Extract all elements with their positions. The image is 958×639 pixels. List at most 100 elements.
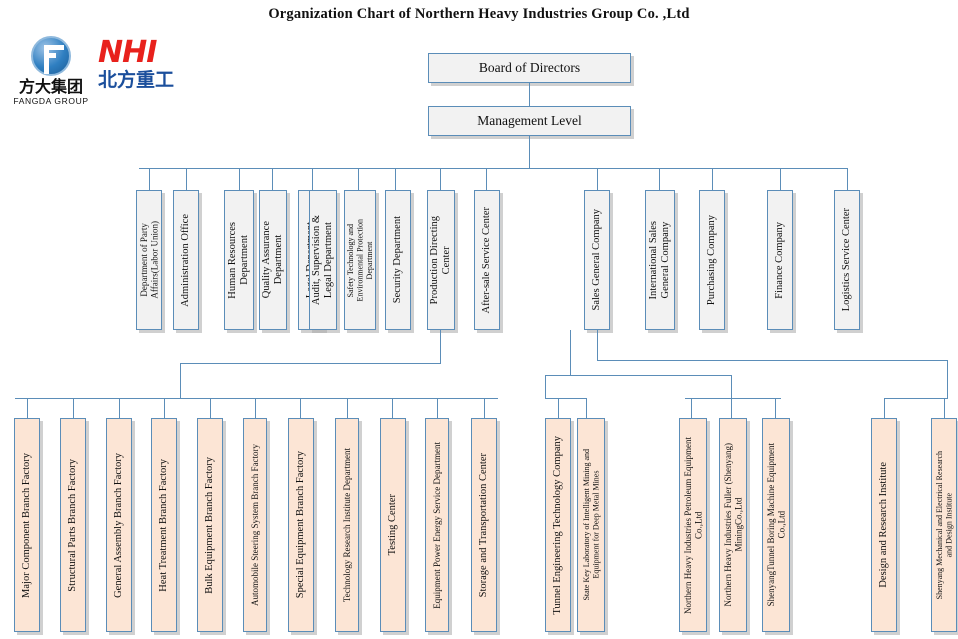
connector-drop-purch-1 <box>691 398 692 418</box>
node-label: Structural Parts Branch Factory <box>67 458 78 592</box>
node-international-sales-general-company[interactable]: International Sales General Company <box>645 190 675 330</box>
node-label: Bulk Equipment Branch Factory <box>204 456 215 594</box>
node-tunnel-engineering-technology-company[interactable]: Tunnel Engineering Technology Company <box>545 418 571 632</box>
node-label: Automobile Steering System Branch Factor… <box>249 444 260 606</box>
node-northern-heavy-industries-fuller-shenyang-mining[interactable]: Northern Heavy Industries Fuller (Shenya… <box>719 418 747 632</box>
node-board-of-directors[interactable]: Board of Directors <box>428 53 631 83</box>
connector-drop-dept-14 <box>847 168 848 190</box>
node-management-level[interactable]: Management Level <box>428 106 631 136</box>
fangda-logo-chinese-text: 方大集团 <box>18 77 83 96</box>
connector-drop-prod-9 <box>392 398 393 418</box>
connector-production-bus <box>15 398 498 399</box>
node-label: Quality Assurance Department <box>261 221 284 299</box>
node-label: Human Resources Department <box>227 221 250 299</box>
node-shenyang-tunnel-boring-machine-equipment[interactable]: ShenyangTunnel Boring Machine Equipment … <box>762 418 790 632</box>
connector-level2-bus <box>139 168 848 169</box>
node-label: General Assembly Branch Factory <box>113 452 124 598</box>
connector-drop-purch-3 <box>775 398 776 418</box>
node-logistics-service-center[interactable]: Logistics Service Center <box>834 190 860 330</box>
node-administration-office[interactable]: Administration Office <box>173 190 199 330</box>
page-title: Organization Chart of Northern Heavy Ind… <box>268 6 690 22</box>
node-label: Shenyang Mechanical and Electrical Resea… <box>934 450 954 600</box>
node-storage-and-transportation-center[interactable]: Storage and Transportation Center <box>471 418 497 632</box>
node-label: Administration Office <box>180 213 191 307</box>
node-shenyang-mechanical-electrical-research-design-institute[interactable]: Shenyang Mechanical and Electrical Resea… <box>931 418 957 632</box>
node-purchasing-company[interactable]: Purchasing Company <box>699 190 725 330</box>
node-label: Management Level <box>477 112 582 128</box>
node-equipment-power-energy-service-department[interactable]: Equipment Power Energy Service Departmen… <box>425 418 449 632</box>
node-label: Tunnel Engineering Technology Company <box>552 435 563 615</box>
node-safety-technology-environmental-protection-department[interactable]: Safety Technology and Environmental Prot… <box>344 190 376 330</box>
connector-purchasing-to-bus <box>731 375 732 398</box>
node-general-assembly-branch-factory[interactable]: General Assembly Branch Factory <box>106 418 132 632</box>
connector-production-to-bus <box>180 363 181 398</box>
node-label: Technology Research Institute Department <box>341 447 352 603</box>
node-testing-center[interactable]: Testing Center <box>380 418 406 632</box>
node-label: ShenyangTunnel Boring Machine Equipment … <box>765 443 787 607</box>
connector-drop-dept-7 <box>395 168 396 190</box>
connector-drop-dept-8 <box>440 168 441 190</box>
node-label: After-sale Service Center <box>481 206 492 314</box>
node-sales-general-company[interactable]: Sales General Company <box>584 190 610 330</box>
node-design-and-research-institute[interactable]: Design and Research Institute <box>871 418 897 632</box>
node-technology-research-institute-department[interactable]: Technology Research Institute Department <box>335 418 359 632</box>
node-label: Equipment Power Energy Service Departmen… <box>431 441 442 609</box>
node-label: Special Equipment Branch Factory <box>295 451 306 599</box>
connector-management-dropline <box>529 136 530 168</box>
connector-drop-dept-13 <box>780 168 781 190</box>
node-finance-company[interactable]: Finance Company <box>767 190 793 330</box>
node-quality-assurance-department[interactable]: Quality Assurance Department <box>259 190 287 330</box>
node-label: Logistics Service Center <box>841 208 852 312</box>
node-state-key-laboratory-intelligent-mining[interactable]: State Key Laboratory of Intelligent Mini… <box>577 418 605 632</box>
fangda-logo-english-text: FANGDA GROUP <box>13 96 89 106</box>
node-human-resources-department[interactable]: Human Resources Department <box>224 190 254 330</box>
node-security-department[interactable]: Security Department <box>385 190 411 330</box>
node-label: Audit, Supervision & Legal Department <box>311 214 334 306</box>
connector-board-to-management <box>529 83 530 106</box>
node-heat-treatment-branch-factory[interactable]: Heat Treatment Branch Factory <box>151 418 177 632</box>
connector-drop-dept-6 <box>358 168 359 190</box>
node-label: Major Component Branch Factory <box>21 452 32 598</box>
connector-drop-prod-11 <box>484 398 485 418</box>
node-production-directing-center[interactable]: Production Directing Center <box>427 190 455 330</box>
node-label: Finance Company <box>774 221 785 299</box>
nhi-logo-chinese-text: 北方重工 <box>98 69 175 91</box>
connector-sales-across <box>597 360 947 361</box>
node-automobile-steering-system-branch-factory[interactable]: Automobile Steering System Branch Factor… <box>243 418 267 632</box>
node-label: Storage and Transportation Center <box>478 452 489 598</box>
node-label: Northern Heavy Industries Petroleum Equi… <box>682 436 704 614</box>
node-audit-supervision-legal-department[interactable]: Audit, Supervision & Legal Department <box>309 190 337 330</box>
connector-drop-dept-2 <box>186 168 187 190</box>
connector-aftersale-across <box>545 375 731 376</box>
connector-drop-dept-5 <box>312 168 313 190</box>
connector-production-across <box>180 363 441 364</box>
connector-purchasing-bus <box>685 398 781 399</box>
node-bulk-equipment-branch-factory[interactable]: Bulk Equipment Branch Factory <box>197 418 223 632</box>
node-department-of-party-affairs-labor-union[interactable]: Department of Party Affairs(Labor Union) <box>136 190 162 330</box>
node-label: Design and Research Institute <box>878 462 889 588</box>
connector-drop-prod-10 <box>437 398 438 418</box>
node-structural-parts-branch-factory[interactable]: Structural Parts Branch Factory <box>60 418 86 632</box>
nhi-logo-english-text: NHI <box>98 35 157 70</box>
connector-research-down <box>947 360 948 398</box>
connector-drop-dept-1 <box>149 168 150 190</box>
connector-drop-prod-3 <box>119 398 120 418</box>
connector-drop-purch-2 <box>731 398 732 418</box>
node-after-sale-service-center[interactable]: After-sale Service Center <box>474 190 500 330</box>
node-major-component-branch-factory[interactable]: Major Component Branch Factory <box>14 418 40 632</box>
fangda-group-logo: 方大集团 FANGDA GROUP <box>12 36 90 108</box>
connector-aftersale-to-bus <box>545 375 546 398</box>
connector-drop-prod-7 <box>300 398 301 418</box>
fangda-circle-f-icon <box>31 36 71 76</box>
connector-sales-down <box>597 330 598 360</box>
connector-drop-dept-9 <box>486 168 487 190</box>
connector-drop-dept-3 <box>239 168 240 190</box>
node-special-equipment-branch-factory[interactable]: Special Equipment Branch Factory <box>288 418 314 632</box>
node-label: International Sales General Company <box>648 220 671 300</box>
node-northern-heavy-industries-petroleum-equipment[interactable]: Northern Heavy Industries Petroleum Equi… <box>679 418 707 632</box>
connector-drop-prod-8 <box>347 398 348 418</box>
node-label: Safety Technology and Environmental Prot… <box>345 218 374 302</box>
connector-sales-bus <box>545 398 586 399</box>
connector-drop-dept-11 <box>659 168 660 190</box>
